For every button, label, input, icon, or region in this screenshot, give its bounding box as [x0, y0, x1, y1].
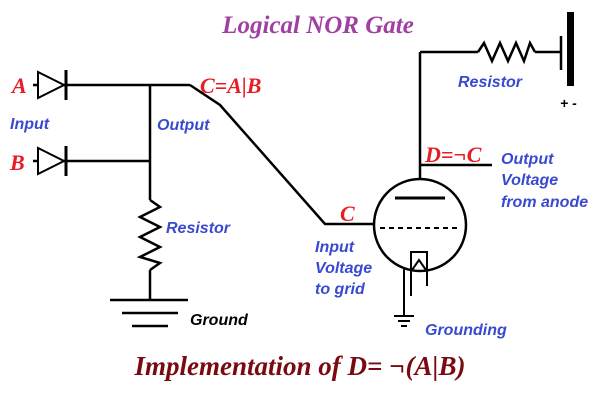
input-b-label: B — [9, 150, 25, 175]
resistor-icon — [136, 198, 163, 272]
diagram-caption: Implementation of D= ¬(A|B) — [134, 351, 466, 381]
resistor-top-label: Resistor — [458, 74, 523, 91]
resistor-icon — [476, 39, 537, 65]
ground-icon — [110, 298, 188, 328]
output-voltage-label-3: from anode — [501, 194, 588, 211]
ground-icon — [394, 315, 414, 327]
diode-icon — [37, 146, 68, 176]
ground-label: Ground — [190, 312, 249, 329]
diagram-title: Logical NOR Gate — [221, 12, 414, 39]
resistor-left-label: Resistor — [166, 220, 231, 237]
output-label: Output — [157, 117, 210, 134]
output-voltage-label-1: Output — [501, 151, 554, 168]
c-expression-label: C=A|B — [200, 73, 261, 98]
battery-polarity-label: + - — [560, 95, 577, 111]
d-expression-label: D=¬C — [424, 142, 482, 167]
input-voltage-label-3: to grid — [315, 281, 366, 298]
tube-ground-wires — [403, 268, 428, 316]
input-label: Input — [10, 116, 50, 133]
battery-icon — [559, 12, 574, 86]
vacuum-tube-icon — [372, 177, 468, 273]
c-grid-label: C — [340, 201, 355, 226]
input-voltage-label-2: Voltage — [315, 260, 372, 277]
input-voltage-label-1: Input — [315, 239, 355, 256]
anode-wires — [418, 50, 560, 198]
diode-icon — [37, 70, 68, 100]
input-a-label: A — [10, 73, 27, 98]
grounding-label: Grounding — [425, 322, 507, 339]
output-voltage-label-2: Voltage — [501, 172, 558, 189]
